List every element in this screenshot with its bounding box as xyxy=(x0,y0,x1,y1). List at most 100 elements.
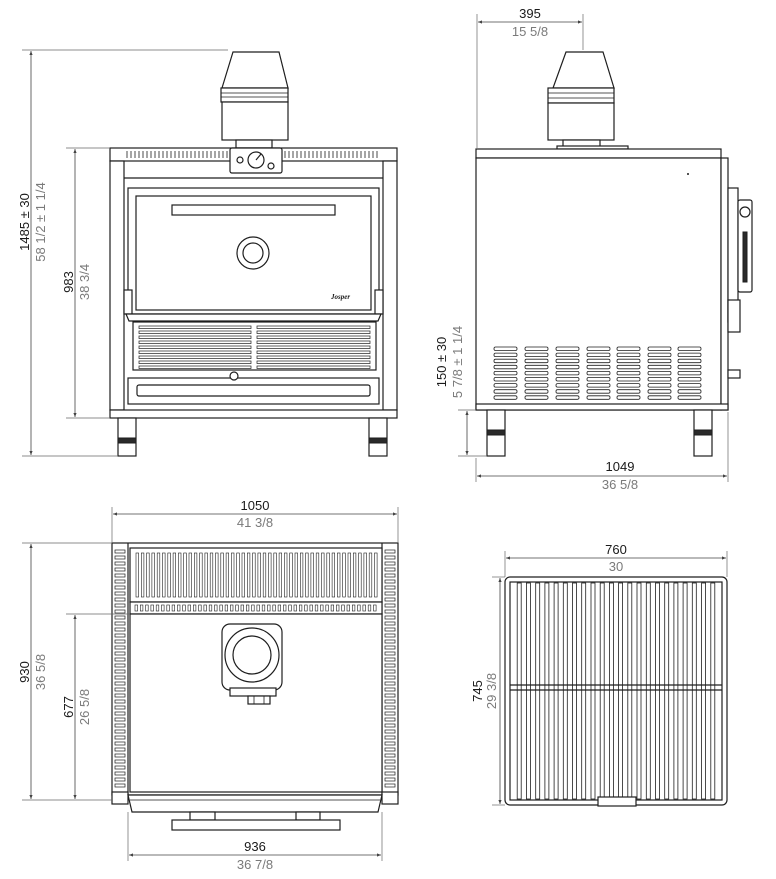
grille-slot xyxy=(209,552,214,598)
base-plate xyxy=(475,403,729,411)
bar-slot xyxy=(293,604,297,612)
grill-bar xyxy=(636,582,642,800)
door-lip xyxy=(127,794,383,813)
leg-left-band xyxy=(117,437,137,444)
side-slot xyxy=(384,603,396,608)
bar-slot xyxy=(235,604,239,612)
side-slot xyxy=(114,591,126,596)
louver-slot xyxy=(647,370,672,376)
bar-slot xyxy=(251,604,255,612)
louver-slot xyxy=(647,395,672,400)
grille-slot xyxy=(347,552,351,598)
side-slot xyxy=(114,657,126,662)
bar-slot xyxy=(367,604,372,612)
grille-slot xyxy=(252,552,256,598)
bar-slot xyxy=(341,604,345,612)
side-view: 395 15 5/8 150 ± 30 5 7/8 ± 1 1/4 1049 3… xyxy=(434,6,753,492)
louver-slot xyxy=(493,383,518,388)
side-vent-slots xyxy=(114,549,396,788)
dim-body-height-mm: 983 xyxy=(61,271,76,293)
side-slot xyxy=(114,651,126,656)
grille-slot xyxy=(138,330,252,334)
top-vent-slots xyxy=(126,151,378,158)
bar-slot xyxy=(140,604,144,612)
side-slot xyxy=(384,579,396,584)
side-slot xyxy=(384,573,396,578)
grille-slot xyxy=(162,552,166,598)
side-slot xyxy=(114,687,126,692)
bar-slot xyxy=(246,604,250,612)
side-slot xyxy=(114,717,126,722)
grille-slot xyxy=(178,552,182,598)
side-slot xyxy=(384,639,396,644)
grille-slot xyxy=(315,552,320,598)
grille-slot xyxy=(289,552,293,598)
louver-slot xyxy=(586,346,611,351)
side-slot xyxy=(384,735,396,740)
bar-slot xyxy=(198,604,202,612)
bar-slot xyxy=(219,604,223,612)
side-slot xyxy=(114,663,126,668)
side-slot xyxy=(114,549,126,554)
bar-slot xyxy=(351,604,356,612)
louver-slot xyxy=(586,370,611,376)
louver-slot xyxy=(555,358,580,364)
louver-slot xyxy=(616,370,641,376)
louver-slot xyxy=(677,352,702,358)
louver-slot xyxy=(493,358,518,364)
side-slot xyxy=(384,663,396,668)
bar-slot xyxy=(193,604,197,612)
grille-slot xyxy=(204,552,208,598)
louver-slot xyxy=(493,352,518,358)
top-view: 1050 41 3/8 930 36 5/8 677 26 5/8 936 36… xyxy=(17,498,399,872)
louver-slot xyxy=(524,352,549,358)
side-slot xyxy=(114,675,126,680)
grill-view: 760 30 745 29 3/8 xyxy=(470,542,728,807)
louver-slot xyxy=(677,389,702,394)
grille-slot xyxy=(256,345,371,349)
grille-slot xyxy=(310,552,314,598)
body-side xyxy=(475,157,722,411)
dim-total-depth: 930 36 5/8 xyxy=(17,542,112,801)
louver-slot xyxy=(524,364,549,370)
side-slot xyxy=(114,723,126,728)
leg-left xyxy=(117,417,137,457)
bar-slot xyxy=(145,604,149,612)
side-slot xyxy=(114,759,126,764)
side-slot xyxy=(114,693,126,698)
dim-total-height-mm: 1485 ± 30 xyxy=(17,193,32,251)
side-slot xyxy=(384,765,396,770)
bar-slot xyxy=(362,604,366,612)
louver-slot xyxy=(677,383,702,388)
bar-slot xyxy=(182,604,186,612)
side-slot xyxy=(384,687,396,692)
dim-leg-height-in: 5 7/8 ± 1 1/4 xyxy=(450,326,465,398)
door-pivot xyxy=(739,206,751,218)
chimney-pipe xyxy=(221,101,289,141)
bar-slot xyxy=(134,604,138,612)
louver-slot xyxy=(677,377,702,382)
grille-slot xyxy=(299,552,304,598)
chimney-cap xyxy=(552,51,615,89)
dim-grill-depth-mm: 745 xyxy=(470,680,485,702)
hinge-right xyxy=(374,289,384,315)
louver-slot xyxy=(555,352,580,358)
side-slot xyxy=(384,759,396,764)
louver-slot xyxy=(586,395,611,400)
grille-slot xyxy=(256,365,371,369)
dim-grill-width: 760 30 xyxy=(504,542,728,577)
side-slot xyxy=(384,633,396,638)
side-slot xyxy=(114,585,126,590)
side-knob xyxy=(727,369,741,379)
side-slot xyxy=(384,681,396,686)
bar-slot xyxy=(277,604,282,612)
dim-grill-width-mm: 760 xyxy=(605,542,627,557)
grille-slot xyxy=(262,552,267,598)
grill-bar xyxy=(553,582,559,800)
grille-slot xyxy=(294,552,298,598)
dim-chimney-offset-mm: 395 xyxy=(519,6,541,21)
side-slot xyxy=(114,705,126,710)
grille-slot xyxy=(135,552,139,598)
dim-front-width-mm: 936 xyxy=(244,839,266,854)
